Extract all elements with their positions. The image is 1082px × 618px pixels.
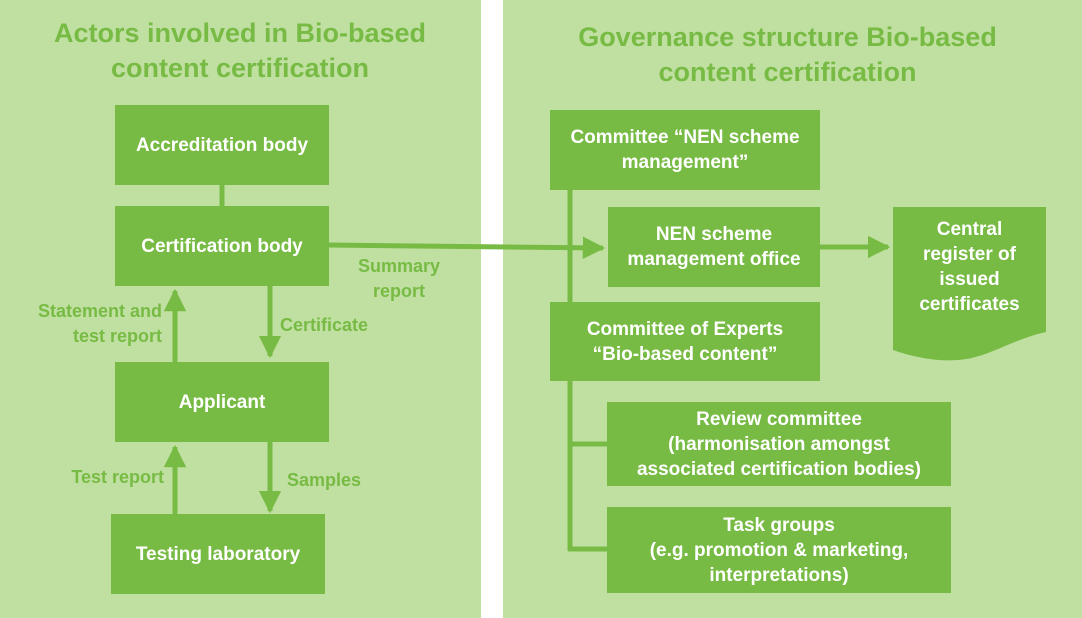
summary-arrow — [328, 236, 606, 260]
register-document-shape — [893, 207, 1046, 361]
testing-laboratory-box: Testing laboratory — [111, 514, 325, 594]
review-committee-box: Review committee (harmonisation amongst … — [607, 402, 951, 486]
central-register-text: Central register of issued certificates — [919, 219, 1020, 315]
accreditation-body-box: Accreditation body — [115, 105, 329, 185]
certificate-label: Certificate — [280, 315, 369, 335]
test-report-label: Test report — [71, 467, 164, 487]
experts-committee-box: Committee of Experts “Bio-based content” — [550, 302, 820, 381]
task-groups-box: Task groups (e.g. promotion & marketing,… — [607, 507, 951, 593]
applicant-box: Applicant — [115, 362, 329, 442]
summary-report-label: Summary report — [357, 256, 441, 301]
actors-title: Actors involved in Bio-based content cer… — [53, 18, 427, 83]
statement-label: Statement and test report — [37, 301, 162, 346]
scheme-office-box: NEN scheme management office — [608, 207, 820, 287]
scheme-committee-box: Committee “NEN scheme management” — [550, 110, 820, 190]
certification-body-box: Certification body — [115, 206, 329, 286]
samples-label: Samples — [287, 470, 362, 490]
governance-title: Governance structure Bio-based content c… — [578, 22, 997, 87]
